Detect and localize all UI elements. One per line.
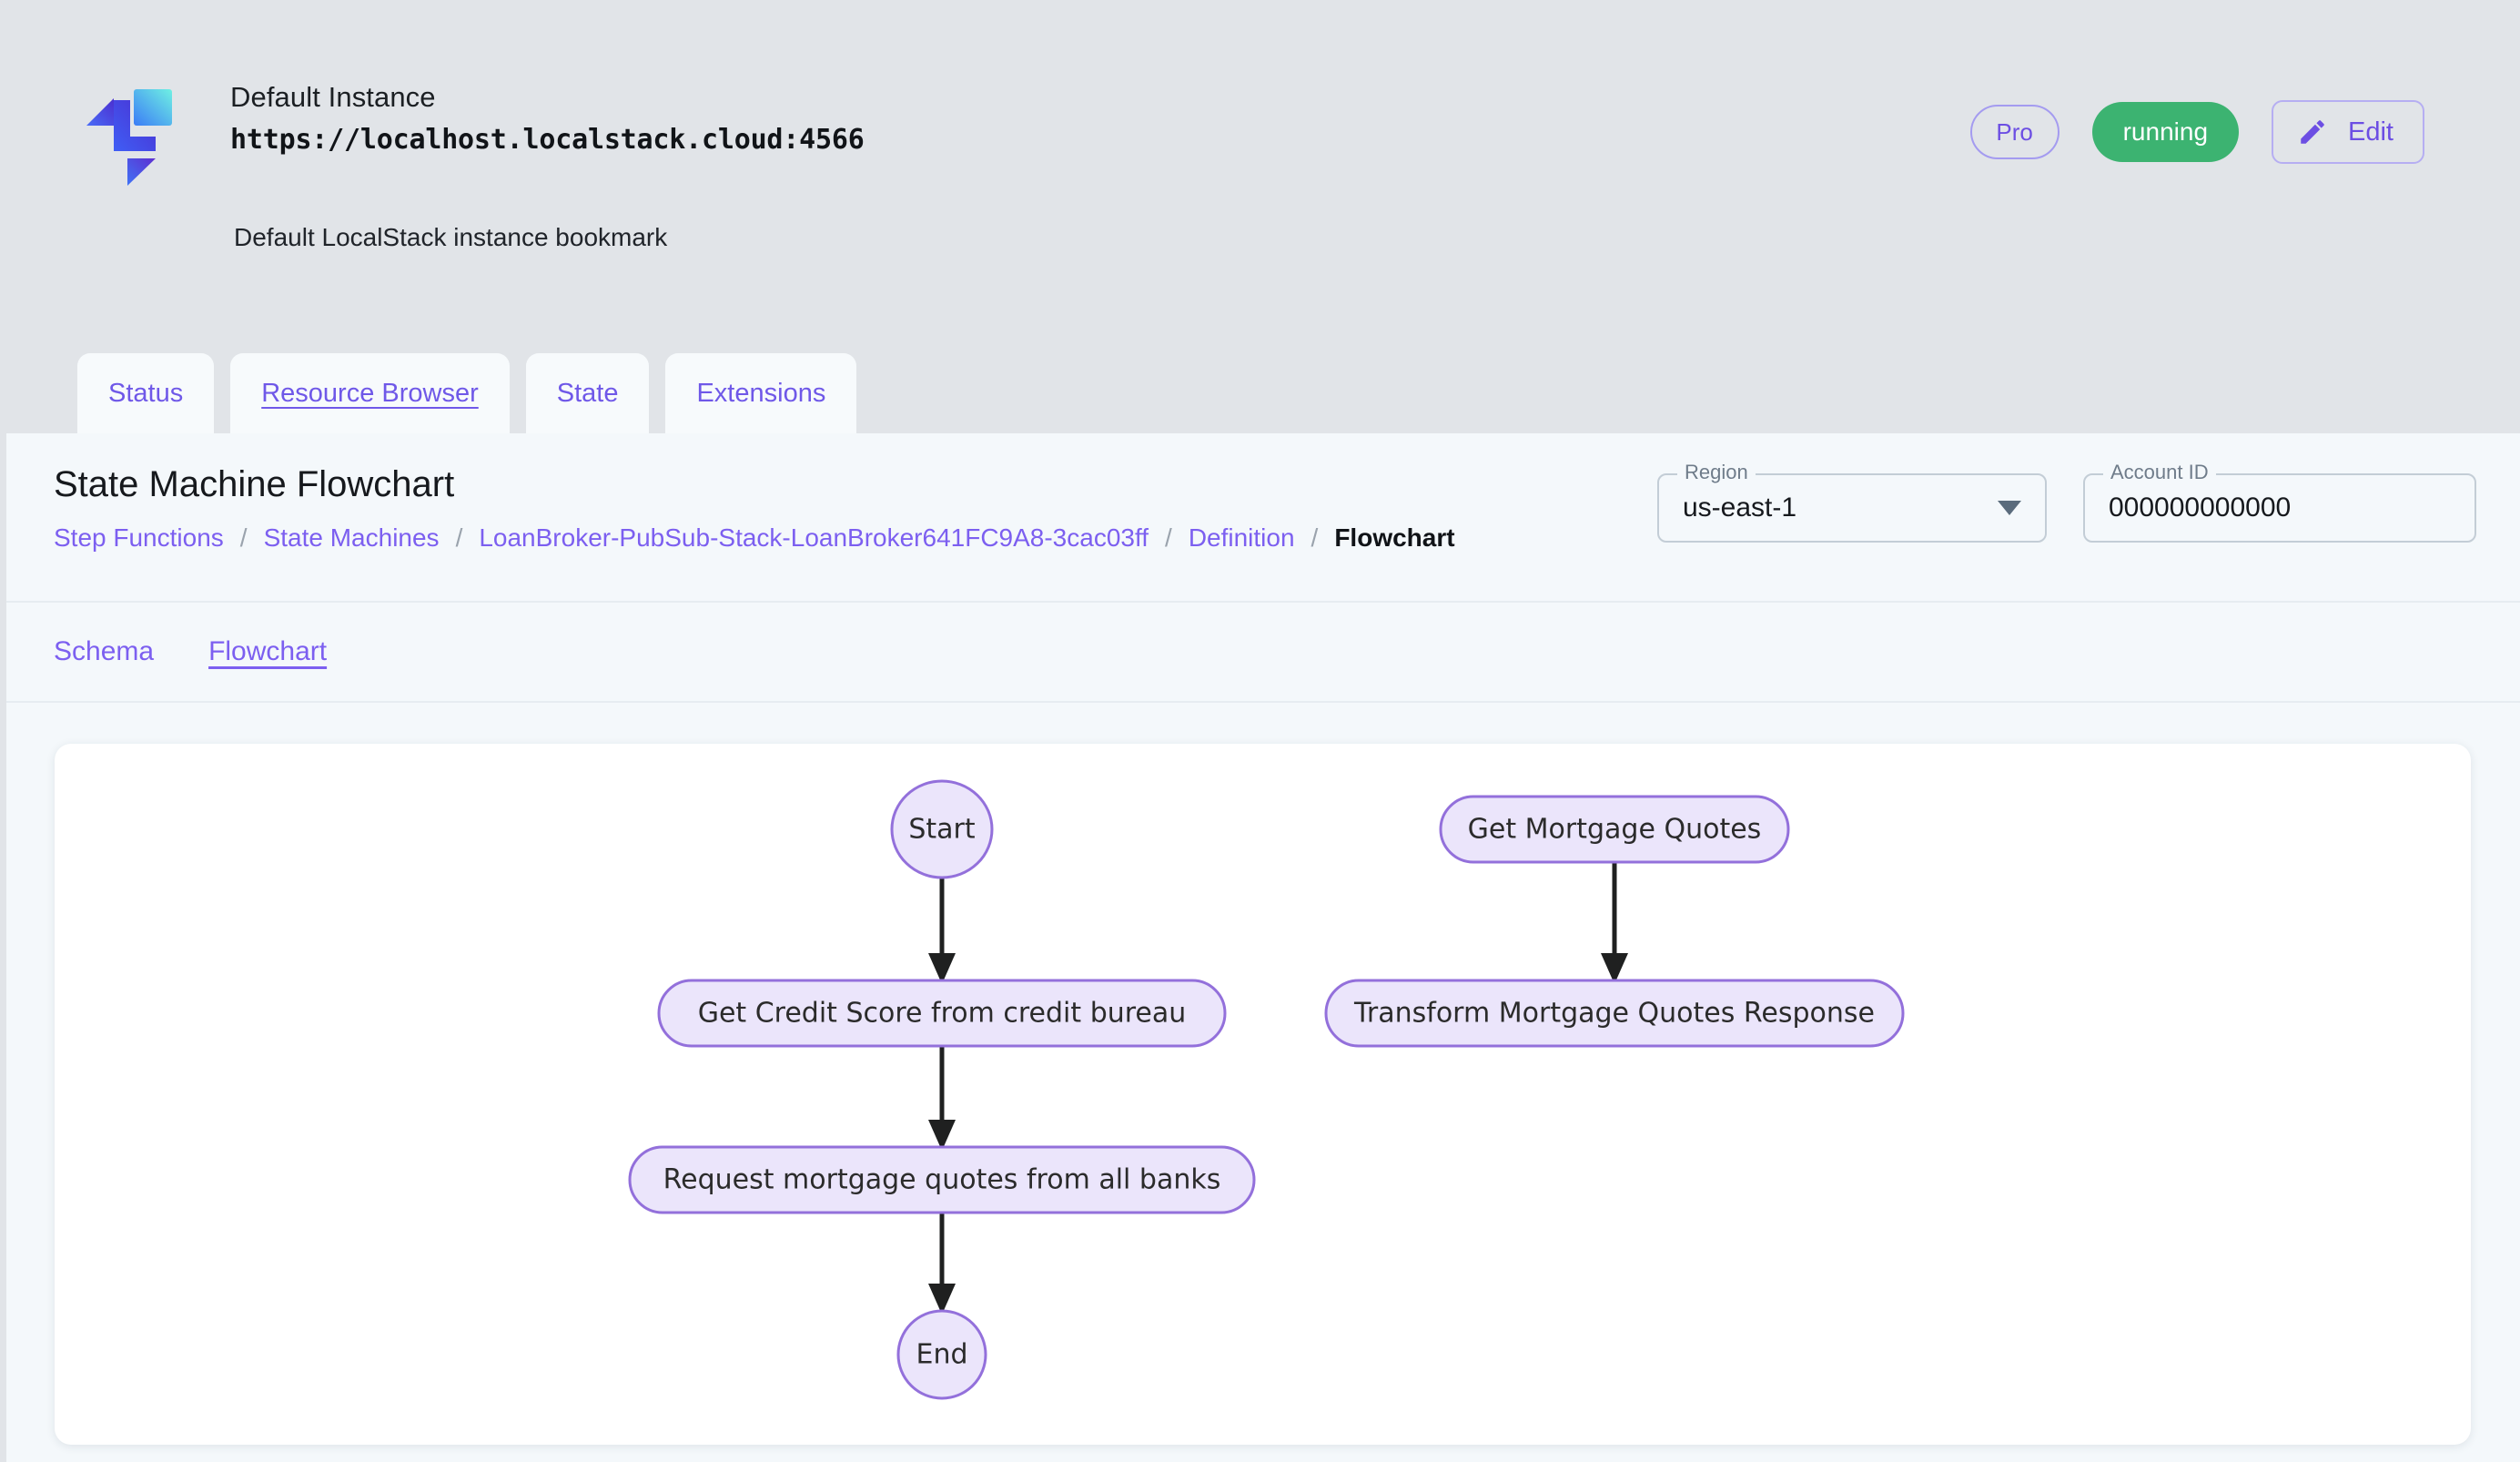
breadcrumb-separator: /: [455, 523, 463, 552]
tab-extensions[interactable]: Extensions: [665, 353, 857, 433]
scope-fields: Region us-east-1 Account ID 000000000000: [1657, 461, 2476, 543]
flow-node-label-start: Start: [908, 814, 976, 846]
flow-node-label-request: Request mortgage quotes from all banks: [663, 1164, 1221, 1196]
main-tabs: Status Resource Browser State Extensions: [77, 353, 857, 433]
breadcrumb-item-state-machines[interactable]: State Machines: [263, 523, 440, 552]
flow-edge-start-to-credit: [928, 878, 956, 984]
flow-node-request[interactable]: Request mortgage quotes from all banks: [628, 1145, 1256, 1214]
content-panel: State Machine Flowchart Step Functions /…: [6, 433, 2520, 1462]
pro-badge[interactable]: Pro: [1969, 105, 2060, 159]
breadcrumb-item-flowchart: Flowchart: [1334, 523, 1455, 552]
subtab-flowchart[interactable]: Flowchart: [208, 636, 328, 666]
pencil-icon: [2297, 117, 2328, 147]
flow-node-credit[interactable]: Get Credit Score from credit bureau: [657, 979, 1227, 1048]
app-header: Default Instance https://localhost.local…: [0, 0, 2520, 433]
tab-state[interactable]: State: [525, 353, 650, 433]
flow-edge-getquotes-to-transform: [1601, 862, 1628, 984]
instance-brand: Default Instance https://localhost.local…: [86, 80, 865, 188]
localstack-logo-icon: [86, 87, 174, 188]
breadcrumb-item-step-functions[interactable]: Step Functions: [54, 523, 224, 552]
flow-node-label-end: End: [916, 1339, 967, 1371]
sub-tabs: Schema Flowchart: [6, 603, 2520, 703]
page-title: State Machine Flowchart: [54, 464, 455, 504]
edit-button[interactable]: Edit: [2272, 100, 2424, 164]
arrow-head-icon: [1601, 953, 1628, 984]
instance-name: Default Instance: [230, 81, 436, 113]
instance-description: Default LocalStack instance bookmark: [234, 223, 668, 251]
edit-button-label: Edit: [2348, 117, 2393, 147]
tab-resource-browser[interactable]: Resource Browser: [230, 353, 510, 433]
flow-node-getquotes[interactable]: Get Mortgage Quotes: [1439, 795, 1790, 864]
flow-node-label-getquotes: Get Mortgage Quotes: [1468, 814, 1762, 846]
tab-status[interactable]: Status: [77, 353, 215, 433]
arrow-head-icon: [928, 953, 956, 984]
arrow-head-icon: [928, 1120, 956, 1151]
breadcrumb-item-state-machine-name[interactable]: LoanBroker-PubSub-Stack-LoanBroker641FC9…: [479, 523, 1149, 552]
header-actions: Pro running Edit: [1969, 100, 2424, 164]
breadcrumb: Step Functions / State Machines / LoanBr…: [54, 523, 1455, 553]
account-id-value: 000000000000: [2109, 492, 2292, 523]
breadcrumb-separator: /: [239, 523, 248, 552]
flow-node-label-credit: Get Credit Score from credit bureau: [698, 998, 1187, 1030]
flow-node-start[interactable]: Start: [890, 779, 994, 879]
flow-node-label-transform: Transform Mortgage Quotes Response: [1353, 998, 1875, 1030]
chevron-down-icon[interactable]: [1998, 501, 2021, 515]
breadcrumb-separator: /: [1165, 523, 1172, 552]
flow-edge-request-to-end: [928, 1213, 956, 1315]
account-id-field[interactable]: Account ID 000000000000: [2083, 461, 2476, 543]
account-id-label: Account ID: [2103, 461, 2216, 484]
flow-node-end[interactable]: End: [896, 1309, 987, 1400]
flow-edge-credit-to-request: [928, 1046, 956, 1151]
panel-header: State Machine Flowchart Step Functions /…: [6, 433, 2520, 603]
breadcrumb-separator: /: [1311, 523, 1319, 552]
flow-node-transform[interactable]: Transform Mortgage Quotes Response: [1324, 979, 1905, 1048]
status-badge[interactable]: running: [2091, 102, 2240, 162]
region-select[interactable]: Region us-east-1: [1657, 461, 2047, 543]
arrow-head-icon: [928, 1284, 956, 1315]
subtab-schema[interactable]: Schema: [54, 636, 155, 666]
instance-url: https://localhost.localstack.cloud:4566: [230, 123, 865, 156]
region-label: Region: [1677, 461, 1756, 484]
breadcrumb-item-definition[interactable]: Definition: [1188, 523, 1295, 552]
region-value: us-east-1: [1683, 492, 1797, 523]
